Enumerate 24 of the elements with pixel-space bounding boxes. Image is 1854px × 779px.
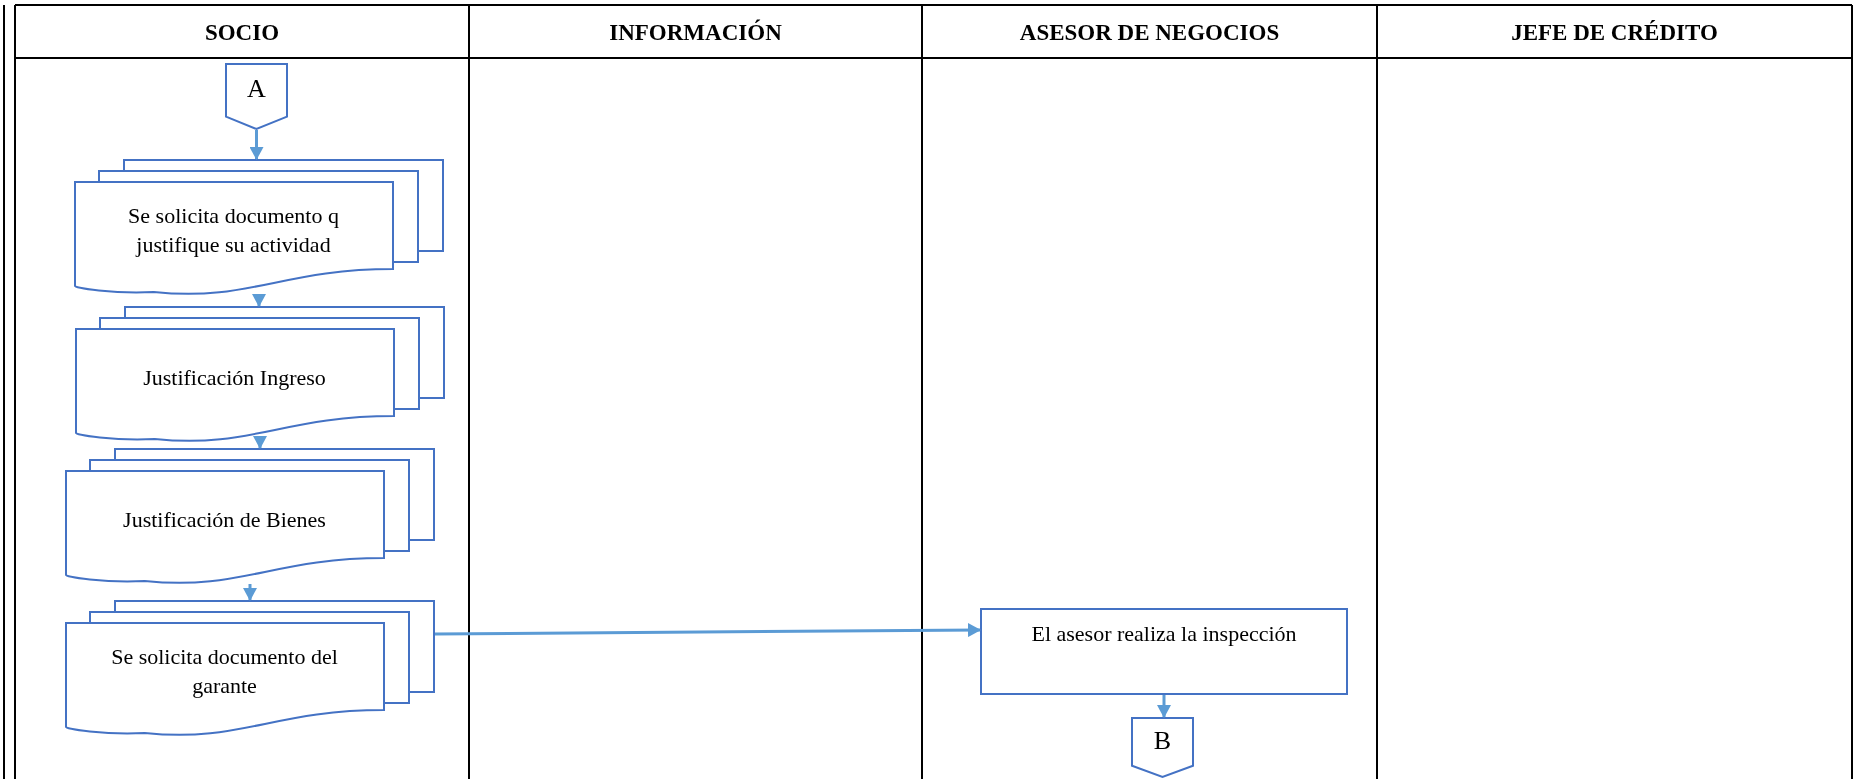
document-label: Justificación Ingreso: [143, 363, 326, 392]
arrow: [253, 436, 267, 449]
connector-letter: B: [1153, 725, 1172, 758]
process-label: El asesor realiza la inspección: [1031, 619, 1297, 648]
column-header: ASESOR DE NEGOCIOS: [1019, 19, 1280, 46]
off-page-connector: [1131, 717, 1194, 778]
document-label: Se solicita documento del garante: [110, 643, 339, 700]
column-header: INFORMACIÓN: [609, 19, 782, 46]
multi-document-shape: [74, 159, 444, 295]
multi-document-shape: [65, 600, 435, 736]
connector-letter: A: [247, 73, 266, 106]
multi-document-shape: [65, 448, 435, 584]
process-box: [980, 608, 1348, 695]
column-header: SOCIO: [204, 19, 280, 46]
column-header: JEFE DE CRÉDITO: [1511, 19, 1718, 46]
arrow: [435, 623, 981, 638]
arrow: [252, 294, 266, 307]
off-page-connector: [225, 63, 288, 130]
arrow: [1157, 695, 1171, 718]
document-label: Se solicita documento q justifique su actividad: [127, 202, 340, 259]
arrow: [249, 130, 264, 160]
arrow: [243, 584, 257, 601]
document-label: Justificación de Bienes: [123, 505, 326, 534]
multi-document-shape: [75, 306, 445, 442]
